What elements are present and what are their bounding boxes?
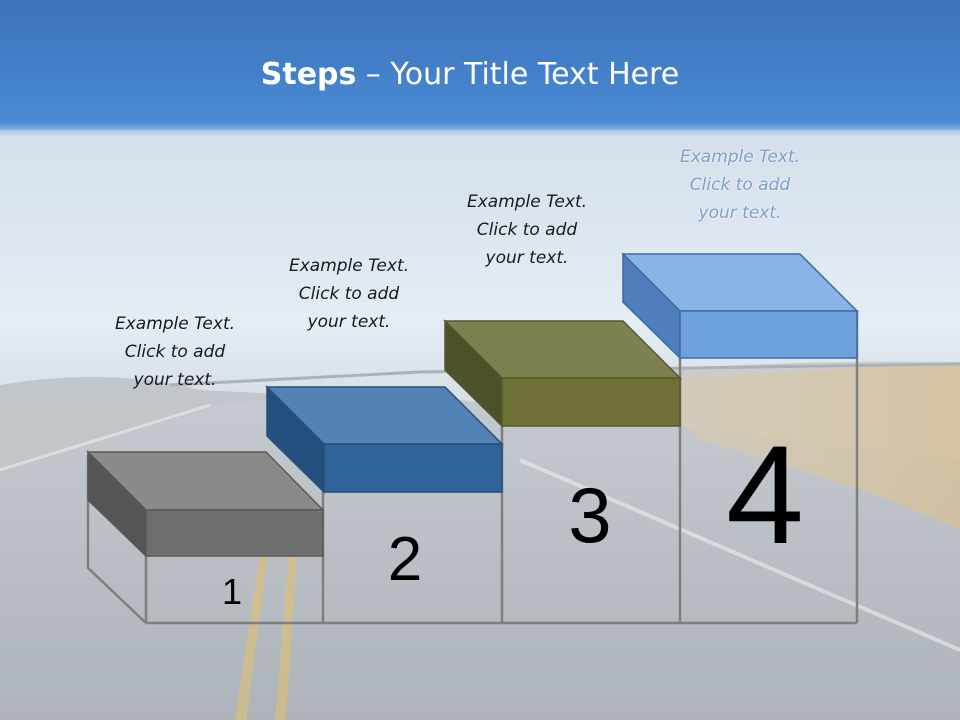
caption-line: your text.	[133, 370, 217, 390]
step-block-1[interactable]	[86, 450, 325, 558]
step-caption-3[interactable]: Example Text. Click to add your text.	[427, 188, 627, 272]
caption-line: Example Text.	[114, 314, 236, 334]
caption-line: Example Text.	[288, 256, 410, 276]
slide-title[interactable]: Steps – Your Title Text Here	[0, 55, 940, 95]
caption-line: Click to add	[298, 284, 400, 304]
step-caption-1[interactable]: Example Text. Click to add your text.	[75, 310, 275, 394]
step-number-4: 4	[726, 416, 804, 573]
title-bold: Steps	[260, 57, 357, 92]
caption-line: Example Text.	[466, 192, 588, 212]
step-number-1: 1	[221, 571, 243, 612]
caption-line: your text.	[485, 248, 569, 268]
caption-line: Click to add	[124, 342, 226, 362]
caption-line: Example Text.	[679, 147, 801, 167]
step-caption-2[interactable]: Example Text. Click to add your text.	[249, 252, 449, 336]
title-rest: – Your Title Text Here	[356, 57, 680, 92]
caption-line: Click to add	[476, 220, 578, 240]
caption-line: Click to add	[689, 175, 791, 195]
caption-line: your text.	[307, 312, 391, 332]
step-block-2[interactable]	[265, 385, 504, 494]
step-number-2: 2	[387, 525, 423, 594]
step-block-3[interactable]	[443, 319, 682, 428]
caption-line: your text.	[698, 203, 782, 223]
step-number-3: 3	[568, 471, 612, 559]
step-block-4[interactable]	[621, 252, 859, 360]
step-caption-4[interactable]: Example Text. Click to add your text.	[640, 143, 840, 227]
